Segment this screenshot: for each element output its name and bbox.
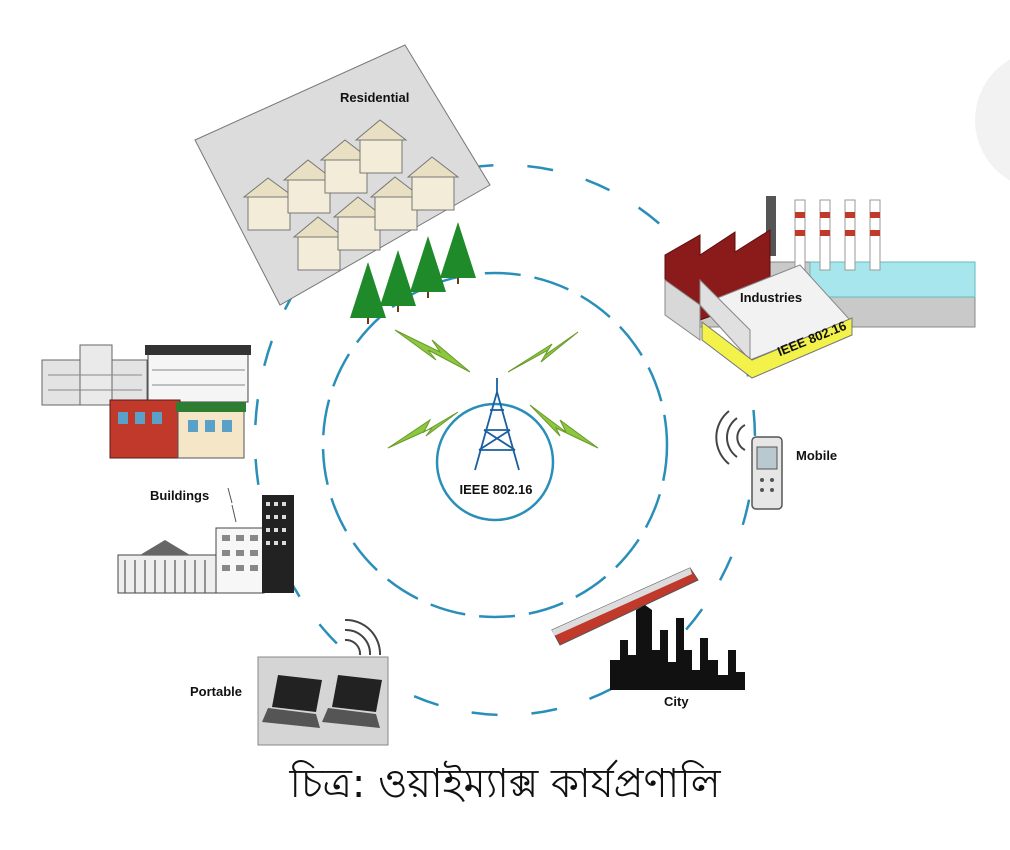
mobile-label: Mobile bbox=[796, 448, 837, 463]
portable-label: Portable bbox=[190, 684, 242, 699]
buildings-label: Buildings bbox=[150, 488, 209, 503]
buildings-illustration bbox=[117, 495, 294, 594]
wifi-icon bbox=[344, 618, 382, 656]
mobile-illustration bbox=[715, 410, 783, 510]
corner-circle bbox=[975, 59, 1010, 181]
tower-icon bbox=[474, 378, 520, 471]
bolt-icon bbox=[394, 329, 471, 373]
city-illustration bbox=[551, 567, 745, 690]
city-skyline bbox=[610, 605, 745, 690]
bolt-icon bbox=[507, 331, 579, 373]
industries-label: Industries bbox=[740, 290, 802, 305]
city-label: City bbox=[664, 694, 689, 709]
inner-ring bbox=[321, 271, 669, 619]
laptop-icon bbox=[262, 675, 322, 728]
center-label: IEEE 802.16 bbox=[460, 482, 533, 497]
industries-illustration: IEEE 802.16 bbox=[664, 196, 976, 379]
residential-illustration bbox=[194, 44, 491, 324]
tree-icon bbox=[350, 222, 476, 318]
residential-label: Residential bbox=[340, 90, 409, 105]
office-buildings-illustration bbox=[41, 344, 251, 459]
bolt-icon bbox=[387, 411, 459, 449]
signal-bolts bbox=[387, 329, 599, 449]
bolt-icon bbox=[529, 404, 599, 449]
laptop-icon bbox=[322, 675, 382, 728]
center-circle bbox=[435, 402, 555, 522]
figure-caption: চিত্র: ওয়াইম্যাক্স কার্যপ্রণালি bbox=[289, 761, 721, 807]
portable-illustration bbox=[257, 618, 389, 746]
wifi-icon bbox=[715, 410, 746, 465]
